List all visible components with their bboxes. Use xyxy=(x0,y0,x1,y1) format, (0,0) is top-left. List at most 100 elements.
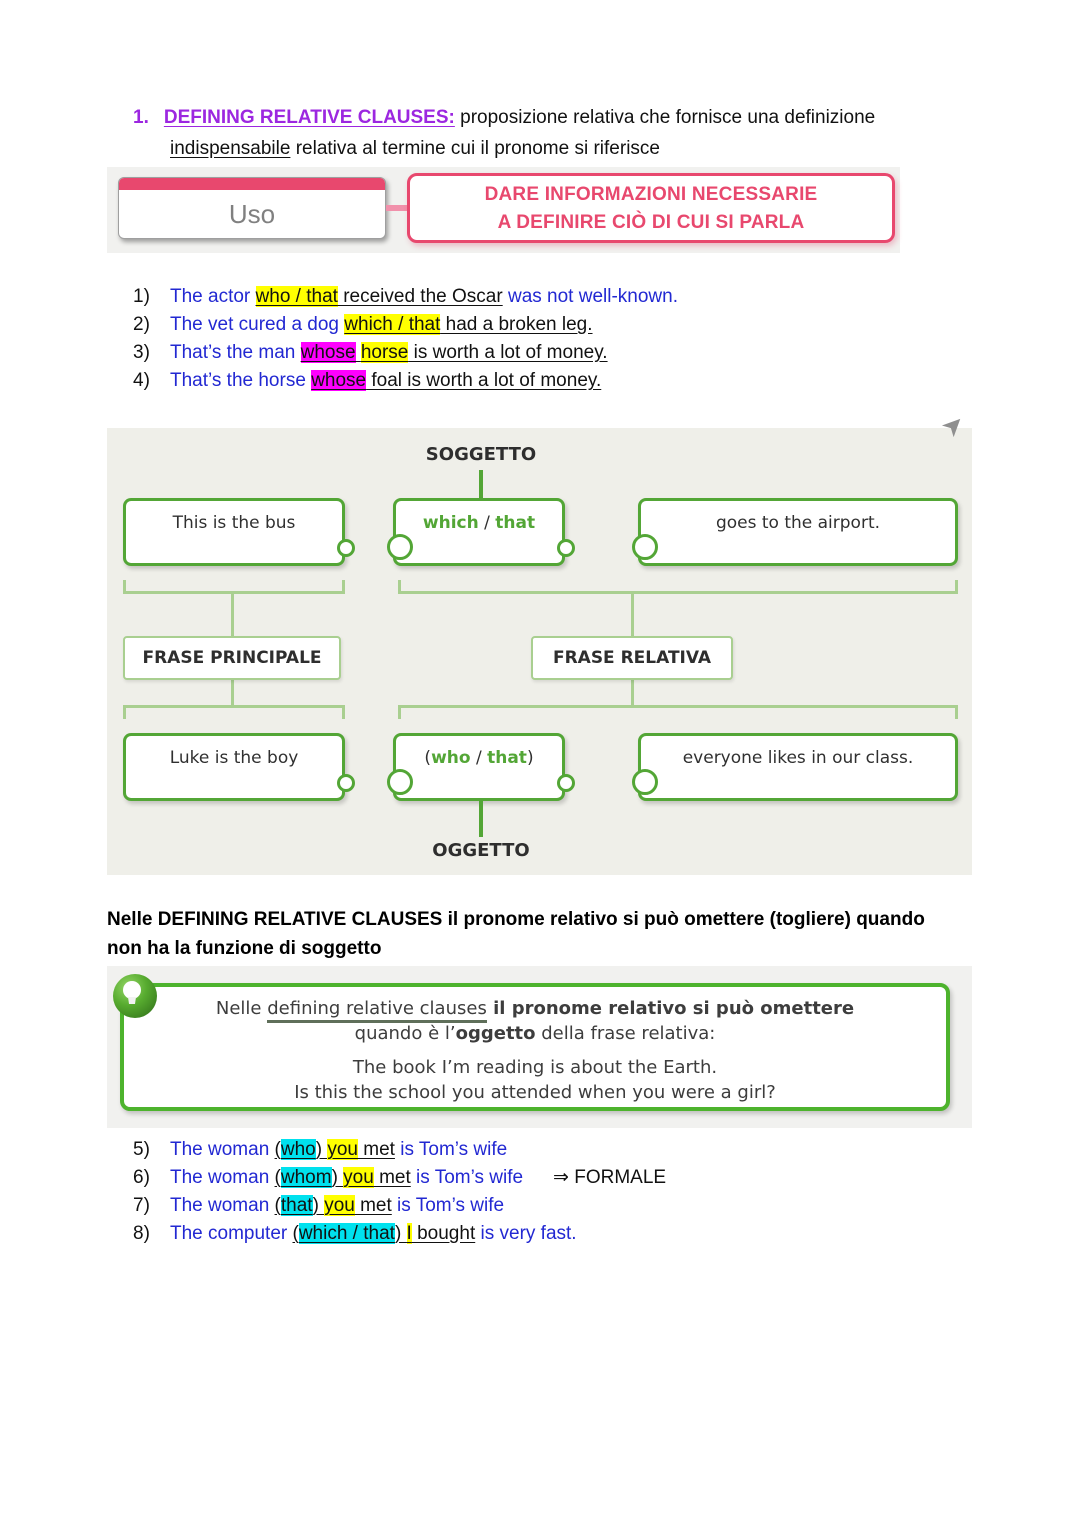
heading-line-2: indispensabile relativa al termine cui i… xyxy=(170,133,1013,164)
puzzle-socket xyxy=(387,769,413,795)
item-text: The actor who / that received the Oscar … xyxy=(170,286,678,307)
bracket-main-clause-lower xyxy=(123,705,345,719)
puzzle-box-text: This is the bus xyxy=(172,513,296,533)
rule-text: Nelle xyxy=(215,998,268,1019)
puzzle-socket xyxy=(632,769,658,795)
rule-example-2: Is this the school you attended when you… xyxy=(294,1082,776,1103)
heading-rest: proposizione relativa che fornisce una d… xyxy=(454,107,876,128)
rule-line-1: Nelle defining relative clauses il prono… xyxy=(124,996,946,1023)
puzzle-box-text: ( xyxy=(424,748,432,768)
item-text: The woman (whom) you met is Tom’s wife⇒ … xyxy=(170,1167,667,1188)
item-number: 7) xyxy=(133,1195,150,1216)
rule-figure: Nelle defining relative clauses il prono… xyxy=(107,966,972,1128)
soggetto-connector-line xyxy=(479,470,483,498)
oggetto-label: OGGETTO xyxy=(432,840,530,861)
puzzle-socket xyxy=(632,534,658,560)
spacer xyxy=(124,1046,946,1055)
frase-relativa-label: FRASE RELATIVA xyxy=(531,636,733,680)
bracket-relative-clause-lower xyxy=(398,705,958,719)
puzzle-box-pronoun-2: (who / that) xyxy=(387,733,575,801)
item-number: 1) xyxy=(133,286,150,307)
item-text: That’s the man whose horse is worth a lo… xyxy=(170,342,608,363)
uso-label-box: Uso xyxy=(118,177,386,239)
puzzle-box-text: everyone likes in our class. xyxy=(682,748,914,768)
uso-label: Uso xyxy=(228,199,276,229)
item-text: The woman (that) you met is Tom’s wife xyxy=(170,1195,505,1216)
puzzle-box-main-clause-2: Luke is the boy xyxy=(123,733,355,801)
omission-note-line-2: non ha la funzione di soggetto xyxy=(107,938,382,959)
pronoun-who: who xyxy=(431,748,471,768)
example-item: 3) That’s the man whose horse is worth a … xyxy=(133,339,678,367)
examples-list-bottom: 5)The woman (who) you met is Tom’s wife … xyxy=(133,1136,666,1248)
section-heading: 1. DEFINING RELATIVE CLAUSES: proposizion… xyxy=(133,102,1013,164)
pronoun-which: which xyxy=(422,513,479,533)
heading-title: DEFINING RELATIVE CLAUSES: xyxy=(163,107,455,128)
puzzle-knob xyxy=(337,539,355,557)
heading-underlined-word: indispensabile xyxy=(170,138,291,159)
puzzle-knob xyxy=(337,774,355,792)
puzzle-box-text: goes to the airport. xyxy=(715,513,881,533)
rule-example-1: The book I’m reading is about the Earth. xyxy=(352,1057,718,1078)
puzzle-box-relative-1: goes to the airport. xyxy=(632,498,958,566)
item-number: 6) xyxy=(133,1167,150,1188)
puzzle-box-text: ) xyxy=(526,748,534,768)
uso-info-line-1: DARE INFORMAZIONI NECESSARIE xyxy=(484,184,818,205)
heading-line-1: 1. DEFINING RELATIVE CLAUSES: proposizion… xyxy=(133,102,1013,133)
rule-bold-text: il pronome relativo si può omettere xyxy=(486,998,855,1019)
bracket-stem xyxy=(631,593,634,637)
puzzle-box-pronoun-1: which / that xyxy=(387,498,575,566)
puzzle-socket xyxy=(387,534,413,560)
lightbulb-icon xyxy=(113,974,157,1018)
puzzle-box-text: Luke is the boy xyxy=(169,748,299,768)
puzzle-knob xyxy=(557,539,575,557)
item-number: 2) xyxy=(133,314,150,335)
omission-note-line-1: Nelle DEFINING RELATIVE CLAUSES il prono… xyxy=(107,909,925,930)
heading-number: 1. xyxy=(133,107,149,128)
bracket-main-clause xyxy=(123,580,345,594)
example-item: 8) The computer (which / that) I bought i… xyxy=(133,1220,666,1248)
rule-underlined-term: defining relative clauses xyxy=(267,998,487,1023)
example-item: 1) The actor who / that received the Osca… xyxy=(133,283,678,311)
bracket-relative-clause xyxy=(398,580,958,594)
soggetto-label: SOGGETTO xyxy=(425,444,537,465)
example-item: 2) The vet cured a dog which / that had a… xyxy=(133,311,678,339)
example-item: 5) The woman (who) you met is Tom’s wife xyxy=(133,1136,666,1164)
rule-box: Nelle defining relative clauses il prono… xyxy=(113,974,950,1111)
item-text: The vet cured a dog which / that had a b… xyxy=(170,314,593,335)
relative-clause-diagram: SOGGETTO This is the bus which / that go… xyxy=(107,428,972,875)
puzzle-box-relative-2: everyone likes in our class. xyxy=(632,733,958,801)
puzzle-box-main-clause-1: This is the bus xyxy=(123,498,355,566)
bracket-stem xyxy=(231,678,234,706)
item-number: 3) xyxy=(133,342,150,363)
item-number: 4) xyxy=(133,370,150,391)
item-number: 5) xyxy=(133,1139,150,1160)
uso-figure: Uso DARE INFORMAZIONI NECESSARIE A DEFIN… xyxy=(107,167,900,253)
item-number: 8) xyxy=(133,1223,150,1244)
frase-principale-label: FRASE PRINCIPALE xyxy=(123,636,341,680)
uso-info-box: DARE INFORMAZIONI NECESSARIE A DEFINIRE … xyxy=(407,173,895,243)
examples-list-top: 1) The actor who / that received the Osca… xyxy=(133,283,678,395)
rule-text: della frase relativa: xyxy=(535,1023,716,1044)
pronoun-that: that xyxy=(487,748,527,768)
example-item: 6) The woman (whom) you met is Tom’s wife… xyxy=(133,1164,666,1192)
heading-line2-rest: relativa al termine cui il pronome si ri… xyxy=(290,138,660,159)
rule-bold-word: oggetto xyxy=(455,1023,536,1044)
pronoun-separator: / xyxy=(478,513,496,533)
rule-text: quando è l’ xyxy=(354,1023,456,1044)
bracket-stem xyxy=(631,678,634,706)
item-text: That’s the horse whose foal is worth a l… xyxy=(170,370,602,391)
pronoun-separator: / xyxy=(470,748,488,768)
uso-box-top-bar xyxy=(119,178,385,192)
example-item: 7) The woman (that) you met is Tom’s wife xyxy=(133,1192,666,1220)
item-text: The woman (who) you met is Tom’s wife xyxy=(170,1139,508,1160)
puzzle-knob xyxy=(557,774,575,792)
example-item: 4) That’s the horse whose foal is worth a… xyxy=(133,367,678,395)
uso-info-line-2: A DEFINIRE CIÒ DI CUI SI PARLA xyxy=(497,212,805,233)
bracket-stem xyxy=(231,593,234,637)
rule-line-2: quando è l’oggetto della frase relativa: xyxy=(124,1021,946,1046)
connector-line xyxy=(386,205,412,211)
pronoun-that: that xyxy=(495,513,536,533)
item-text: The computer (which / that) I bought is … xyxy=(170,1223,577,1244)
omission-note: Nelle DEFINING RELATIVE CLAUSES il prono… xyxy=(107,905,987,963)
